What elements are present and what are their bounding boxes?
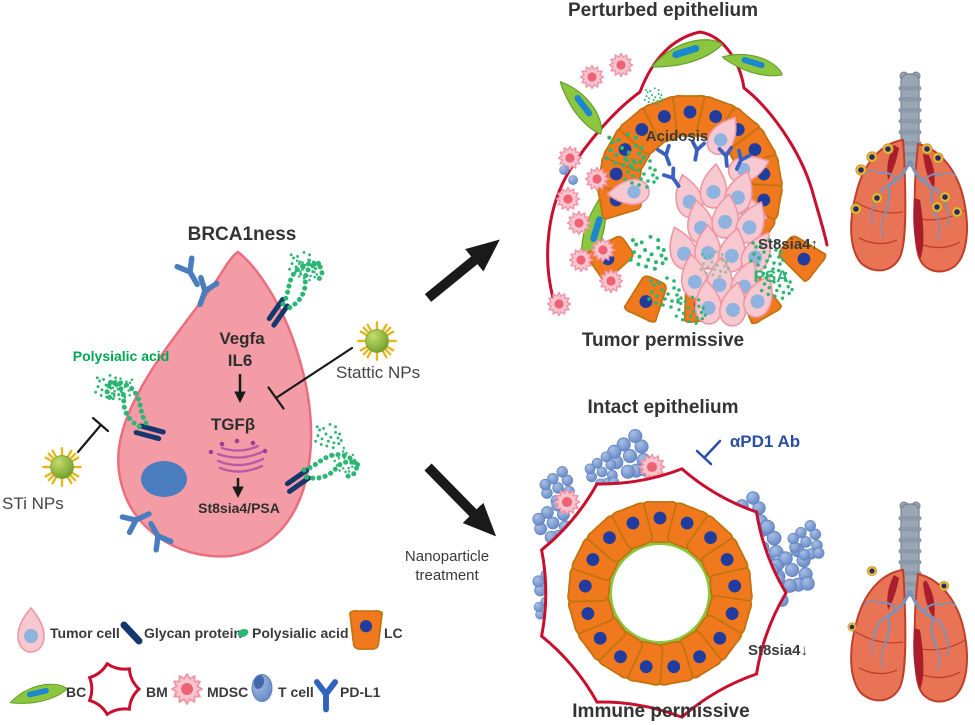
sti-nanoparticle-icon — [42, 447, 82, 487]
polysialic-acid-label: Polysialic acid — [73, 348, 170, 364]
legend-label: Polysialic acid — [252, 625, 349, 641]
stattic-nps-label: Stattic NPs — [336, 363, 420, 382]
basal-cell — [648, 34, 726, 72]
cell-title: BRCA1ness — [188, 224, 297, 245]
pdl1-icon — [655, 143, 677, 169]
basement-membrane-broken — [546, 30, 829, 300]
t-cell — [559, 165, 569, 175]
legend-item-lc: LC — [348, 609, 403, 650]
tumor-permissive-caption: Tumor permissive — [582, 330, 744, 351]
legend-item-tumor-cell: Tumor cell — [17, 607, 120, 653]
lung-perturbed — [849, 70, 969, 274]
cell-nucleus — [141, 461, 187, 497]
legend-label: PD-L1 — [340, 684, 381, 700]
factor-tgfb: TGFβ — [211, 415, 255, 434]
psa-label: PSA — [754, 267, 789, 286]
legend-item-bc: BC — [7, 681, 86, 707]
legend-item-t-cell: T cell — [251, 674, 314, 702]
lumen — [612, 545, 708, 641]
psa-dots — [314, 422, 343, 450]
bm-icon — [87, 661, 142, 717]
lung-treated — [847, 500, 969, 704]
st8sia4-down-label: St8sia4↓ — [748, 642, 808, 659]
factor-vegfa: Vegfa — [219, 329, 265, 348]
factor-il6: IL6 — [228, 351, 253, 370]
apd1-pointer — [695, 439, 722, 466]
sti-inhibition-line — [76, 416, 110, 454]
legend-item-polysialic-acid: Polysialic acid — [237, 625, 349, 641]
t-cell — [568, 175, 578, 185]
factor-st8sia4-psa: St8sia4/PSA — [198, 500, 280, 516]
immune-permissive-caption: Immune permissive — [572, 701, 749, 722]
brca1ness-cell-panel: BRCA1ness Vegfa IL6 TGFβ St8sia4/PSA — [2, 224, 420, 558]
golgi-icon — [208, 438, 268, 473]
t-cell-nucleus — [253, 675, 265, 689]
legend-item-glycan-protein: Glycan protein — [120, 621, 242, 645]
basal-cell — [720, 43, 786, 85]
perturbed-title: Perturbed epithelium — [568, 0, 758, 21]
stattic-inhibition-line — [267, 346, 354, 410]
legend-label: BM — [146, 684, 168, 700]
st8sia4-up-label: St8sia4↑ — [758, 236, 818, 253]
legend: Tumor cell Glycan protein Polysialic aci… — [7, 607, 403, 717]
legend-label: Glycan protein — [144, 625, 242, 641]
legend-item-mdsc: MDSC — [171, 673, 248, 705]
treatment-note-line1: Nanoparticle — [405, 548, 489, 565]
stattic-nanoparticle-icon — [357, 321, 397, 361]
intact-epithelium-panel: Intact epithelium — [532, 397, 825, 722]
sti-nps-label: STi NPs — [2, 494, 64, 513]
glycan-protein-icon — [120, 621, 143, 645]
legend-item-bm: BM — [87, 661, 168, 717]
intact-title: Intact epithelium — [588, 397, 739, 418]
legend-label: Tumor cell — [50, 625, 120, 641]
perturbed-epithelium-panel: Perturbed epithelium — [546, 0, 829, 351]
legend-label: LC — [384, 625, 403, 641]
polysialic-chain — [283, 257, 323, 311]
legend-label: T cell — [278, 684, 314, 700]
acidosis-label: Acidosis — [646, 128, 709, 145]
legend-item-pdl1: PD-L1 — [317, 682, 381, 709]
polysialic-acid-icon — [237, 628, 249, 638]
legend-label: MDSC — [207, 684, 248, 700]
arrow-to-perturbed — [424, 239, 500, 302]
treatment-note-line2: treatment — [415, 567, 479, 584]
basal-cell — [556, 73, 609, 141]
legend-label: BC — [66, 684, 86, 700]
apd1-ab-label: αPD1 Ab — [730, 432, 800, 451]
arrow-to-intact — [424, 463, 497, 537]
